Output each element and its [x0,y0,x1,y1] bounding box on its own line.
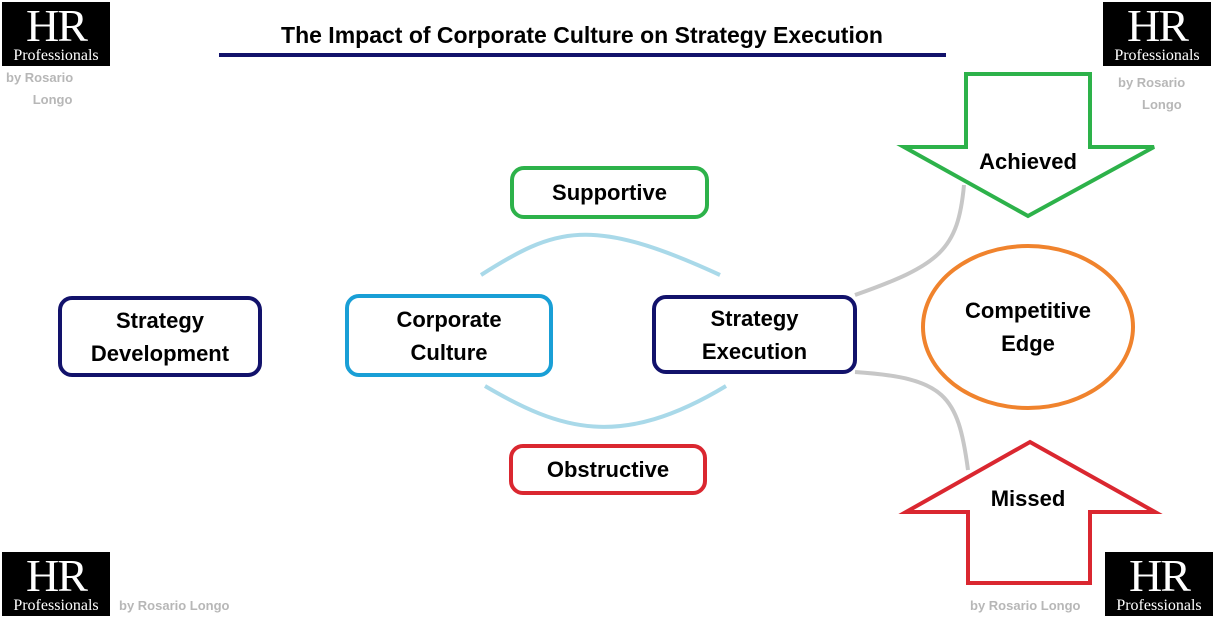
page-title: The Impact of Corporate Culture on Strat… [281,22,883,48]
connector-achieved [854,184,966,297]
missed-arrow [898,439,1163,585]
supportive-box: Supportive [510,166,709,219]
achieved-label: Achieved [979,149,1077,174]
missed-label: Missed [990,486,1066,511]
credit-bottom-right: by Rosario Longo [970,598,1081,613]
obstructive-wave [483,384,728,429]
achieved-arrow [896,72,1155,219]
supportive-wave [479,232,721,277]
obstructive-box: Obstructive [509,444,707,495]
connector-missed [854,370,970,471]
credit-bottom-left: by Rosario Longo [119,598,230,613]
